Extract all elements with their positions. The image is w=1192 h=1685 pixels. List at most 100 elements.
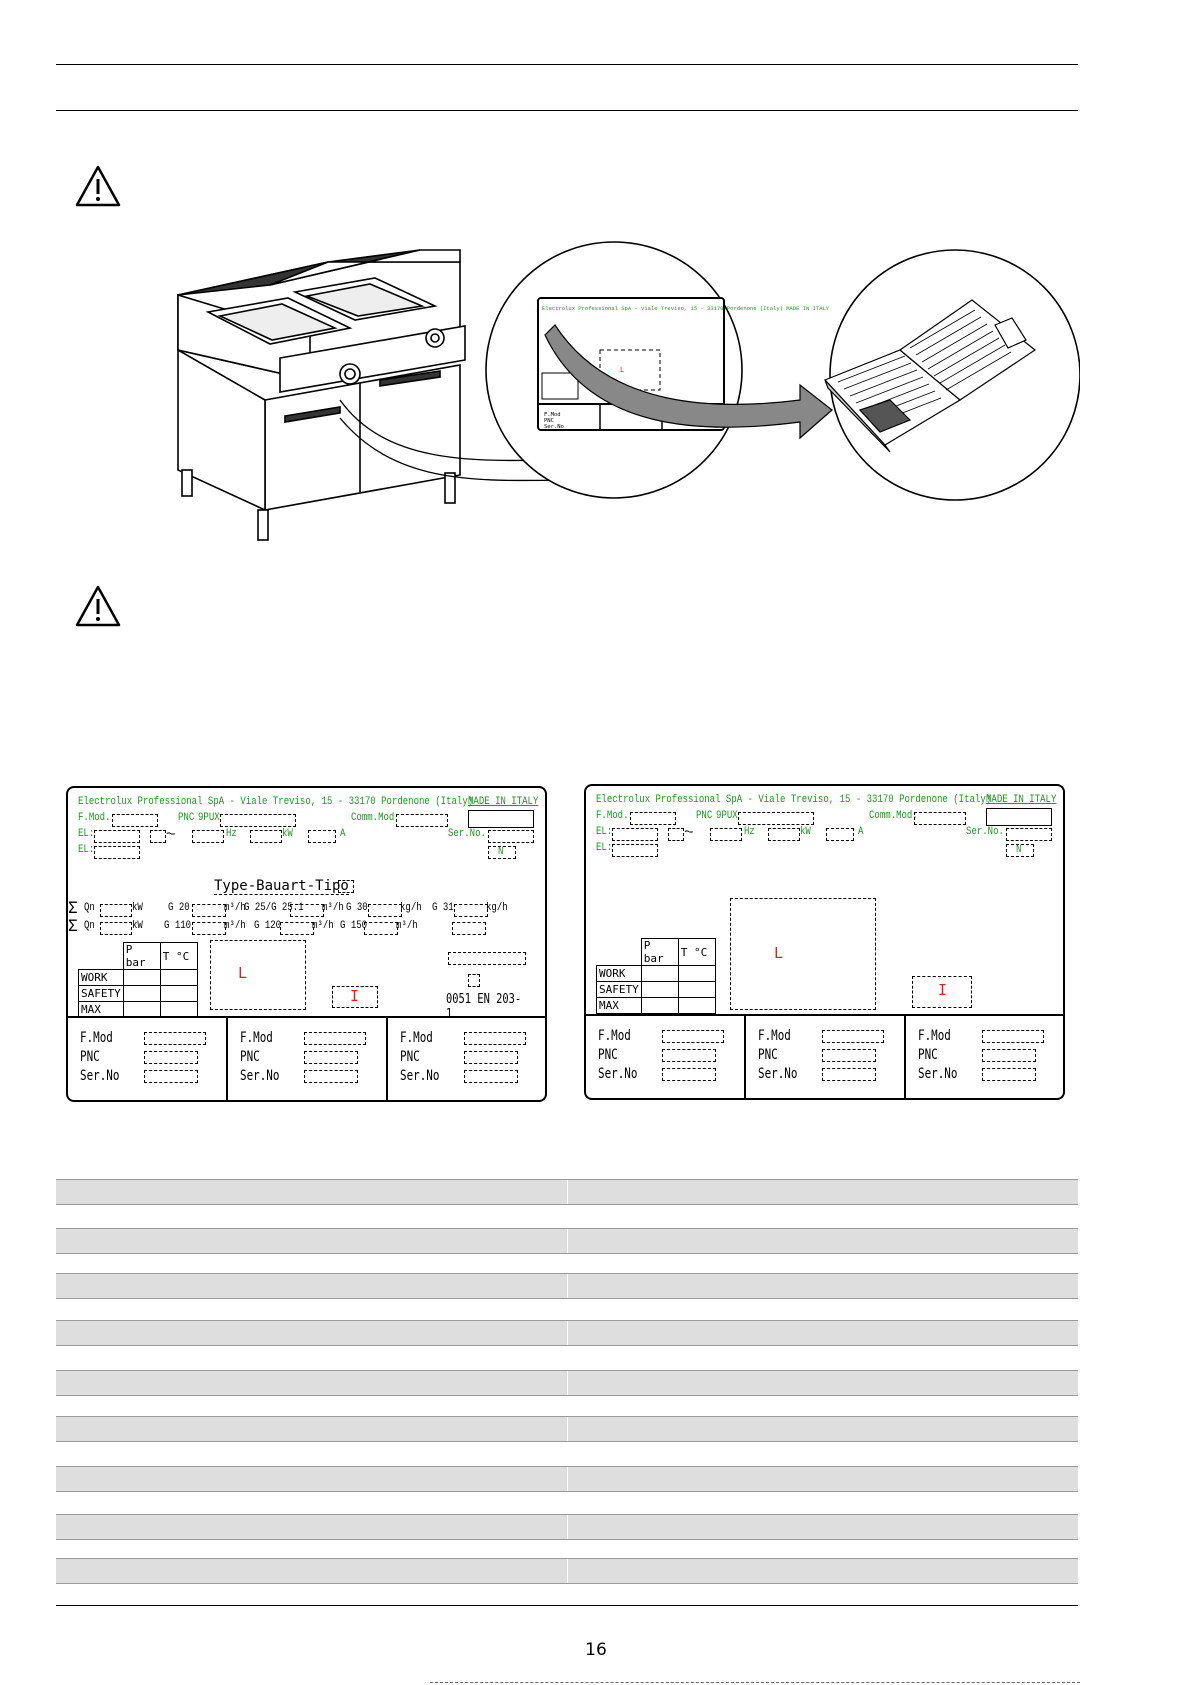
- kw-unit: kW: [132, 902, 143, 914]
- appliance-illustration: Electrolux Professional SpA - Viale Trev…: [177, 241, 1080, 541]
- m3h-unit: m³/h: [224, 902, 246, 914]
- g150-label: G 150: [340, 920, 368, 932]
- col-p-bar: P bar: [122, 942, 161, 970]
- l-mark: L: [774, 944, 784, 962]
- footer-fmod: F.Mod: [400, 1030, 433, 1046]
- second-rule: [56, 110, 1078, 111]
- el-label-2: EL:: [596, 842, 613, 854]
- page-number: 16: [585, 1640, 607, 1660]
- el-label-2: EL:: [78, 844, 95, 856]
- l-mark-area: [730, 898, 876, 1010]
- footer-serno: Ser.No: [918, 1066, 958, 1082]
- legend-row: [56, 1179, 1078, 1205]
- warning-icon: [75, 585, 121, 627]
- footer-serno: Ser.No: [240, 1068, 280, 1084]
- fryer-drawing: [177, 249, 466, 541]
- g30-label: G 30: [346, 902, 368, 914]
- footer-fmod: F.Mod: [918, 1028, 951, 1044]
- sigma-icon: Σ: [68, 916, 78, 935]
- i-mark-area: [332, 986, 378, 1008]
- legend-row: [56, 1370, 1078, 1396]
- l-mark-area: [210, 940, 306, 1010]
- comm-mod-label: Comm.Mod.: [869, 810, 918, 822]
- i-mark-area: [912, 976, 972, 1008]
- serno-label: Ser.No.: [448, 828, 486, 840]
- l-mark: L: [238, 964, 248, 982]
- type-label: Type-Bauart-Tipo: [214, 878, 349, 895]
- svg-text:L: L: [620, 366, 624, 374]
- mini-plate-pnc: PNC: [544, 418, 554, 424]
- legend-row: [56, 1558, 1078, 1584]
- bottom-rule: [430, 1682, 1080, 1683]
- mini-plate-header: Electrolux Professional SpA - Viale Trev…: [542, 305, 830, 312]
- legend-row: [56, 1273, 1078, 1299]
- footer-pnc: PNC: [240, 1049, 260, 1065]
- made-in-label: MADE IN ITALY: [986, 794, 1057, 806]
- footer-pnc: PNC: [80, 1049, 100, 1065]
- legend-row: [56, 1514, 1078, 1540]
- fmod-label: F.Mod.: [596, 810, 629, 822]
- pnc-label: PNC: [696, 810, 713, 822]
- fmod-label: F.Mod.: [78, 812, 111, 824]
- hz-label: Hz: [226, 828, 237, 840]
- kw-label: kW: [800, 826, 811, 838]
- m3h-unit: m³/h: [224, 920, 246, 932]
- g20-label: G 20: [168, 902, 190, 914]
- row-safety: SAFETY: [596, 981, 642, 998]
- g31-label: G 31: [432, 902, 454, 914]
- n-label: N: [498, 846, 504, 858]
- footer-fmod: F.Mod: [80, 1030, 113, 1046]
- row-work: WORK: [78, 969, 124, 986]
- gas-rating-plate: Electrolux Professional SpA - Viale Trev…: [66, 786, 547, 1102]
- g25-label: G 25/G 25.1: [244, 902, 304, 914]
- el-label-1: EL:: [596, 826, 613, 838]
- kw-unit: kW: [132, 920, 143, 932]
- kw-label: kW: [282, 828, 293, 840]
- footer-fmod: F.Mod: [240, 1030, 273, 1046]
- hz-label: Hz: [744, 826, 755, 838]
- m3h-unit: m³/h: [322, 902, 344, 914]
- open-manual-drawing: [823, 299, 1037, 453]
- i-mark: I: [350, 987, 360, 1005]
- plate-footer: F.Mod PNC Ser.No F.Mod PNC Ser.No F.Mod …: [586, 1014, 1063, 1098]
- footer-pnc: PNC: [598, 1047, 618, 1063]
- footer-serno: Ser.No: [758, 1066, 798, 1082]
- col-t-c: T °C: [159, 942, 198, 970]
- footer-fmod: F.Mod: [758, 1028, 791, 1044]
- comm-mod-label: Comm.Mod: [351, 812, 395, 824]
- el-label-1: EL:: [78, 828, 95, 840]
- col-p-bar: P bar: [640, 938, 679, 966]
- electric-rating-plate: Electrolux Professional SpA - Viale Trev…: [584, 784, 1065, 1100]
- row-safety: SAFETY: [78, 985, 124, 1002]
- qn-label: Qn: [84, 902, 95, 914]
- legend-row: [56, 1416, 1078, 1442]
- serno-label: Ser.No.: [966, 826, 1004, 838]
- g120-label: G 120: [254, 920, 282, 932]
- legend-row: [56, 1320, 1078, 1346]
- m3h-unit: m³/h: [312, 920, 334, 932]
- a-label: A: [858, 826, 864, 838]
- footer-fmod: F.Mod: [598, 1028, 631, 1044]
- row-max: MAX: [78, 1001, 124, 1018]
- mini-plate-serno: Ser.No: [544, 424, 564, 430]
- plate-header: Electrolux Professional SpA - Viale Trev…: [78, 796, 474, 808]
- standard-label: 0051 EN 203-1: [446, 992, 522, 1022]
- top-rule: [56, 64, 1078, 65]
- footer-pnc: PNC: [758, 1047, 778, 1063]
- i-mark: I: [938, 981, 948, 999]
- footer-pnc: PNC: [400, 1049, 420, 1065]
- qn-label: Qn: [84, 920, 95, 932]
- pnc-label: PNC: [178, 812, 195, 824]
- sigma-icon: Σ: [68, 898, 78, 917]
- kgh-unit: kg/h: [486, 902, 508, 914]
- pnc-prefix: 9PUX: [716, 810, 738, 822]
- g110-label: G 110: [164, 920, 192, 932]
- footer-serno: Ser.No: [598, 1066, 638, 1082]
- m3h-unit: m³/h: [396, 920, 418, 932]
- footer-serno: Ser.No: [400, 1068, 440, 1084]
- plate-header: Electrolux Professional SpA - Viale Trev…: [596, 794, 992, 806]
- made-in-label: MADE IN ITALY: [468, 796, 539, 808]
- legend-bottom-rule: [56, 1605, 1078, 1606]
- warning-icon: [75, 165, 121, 207]
